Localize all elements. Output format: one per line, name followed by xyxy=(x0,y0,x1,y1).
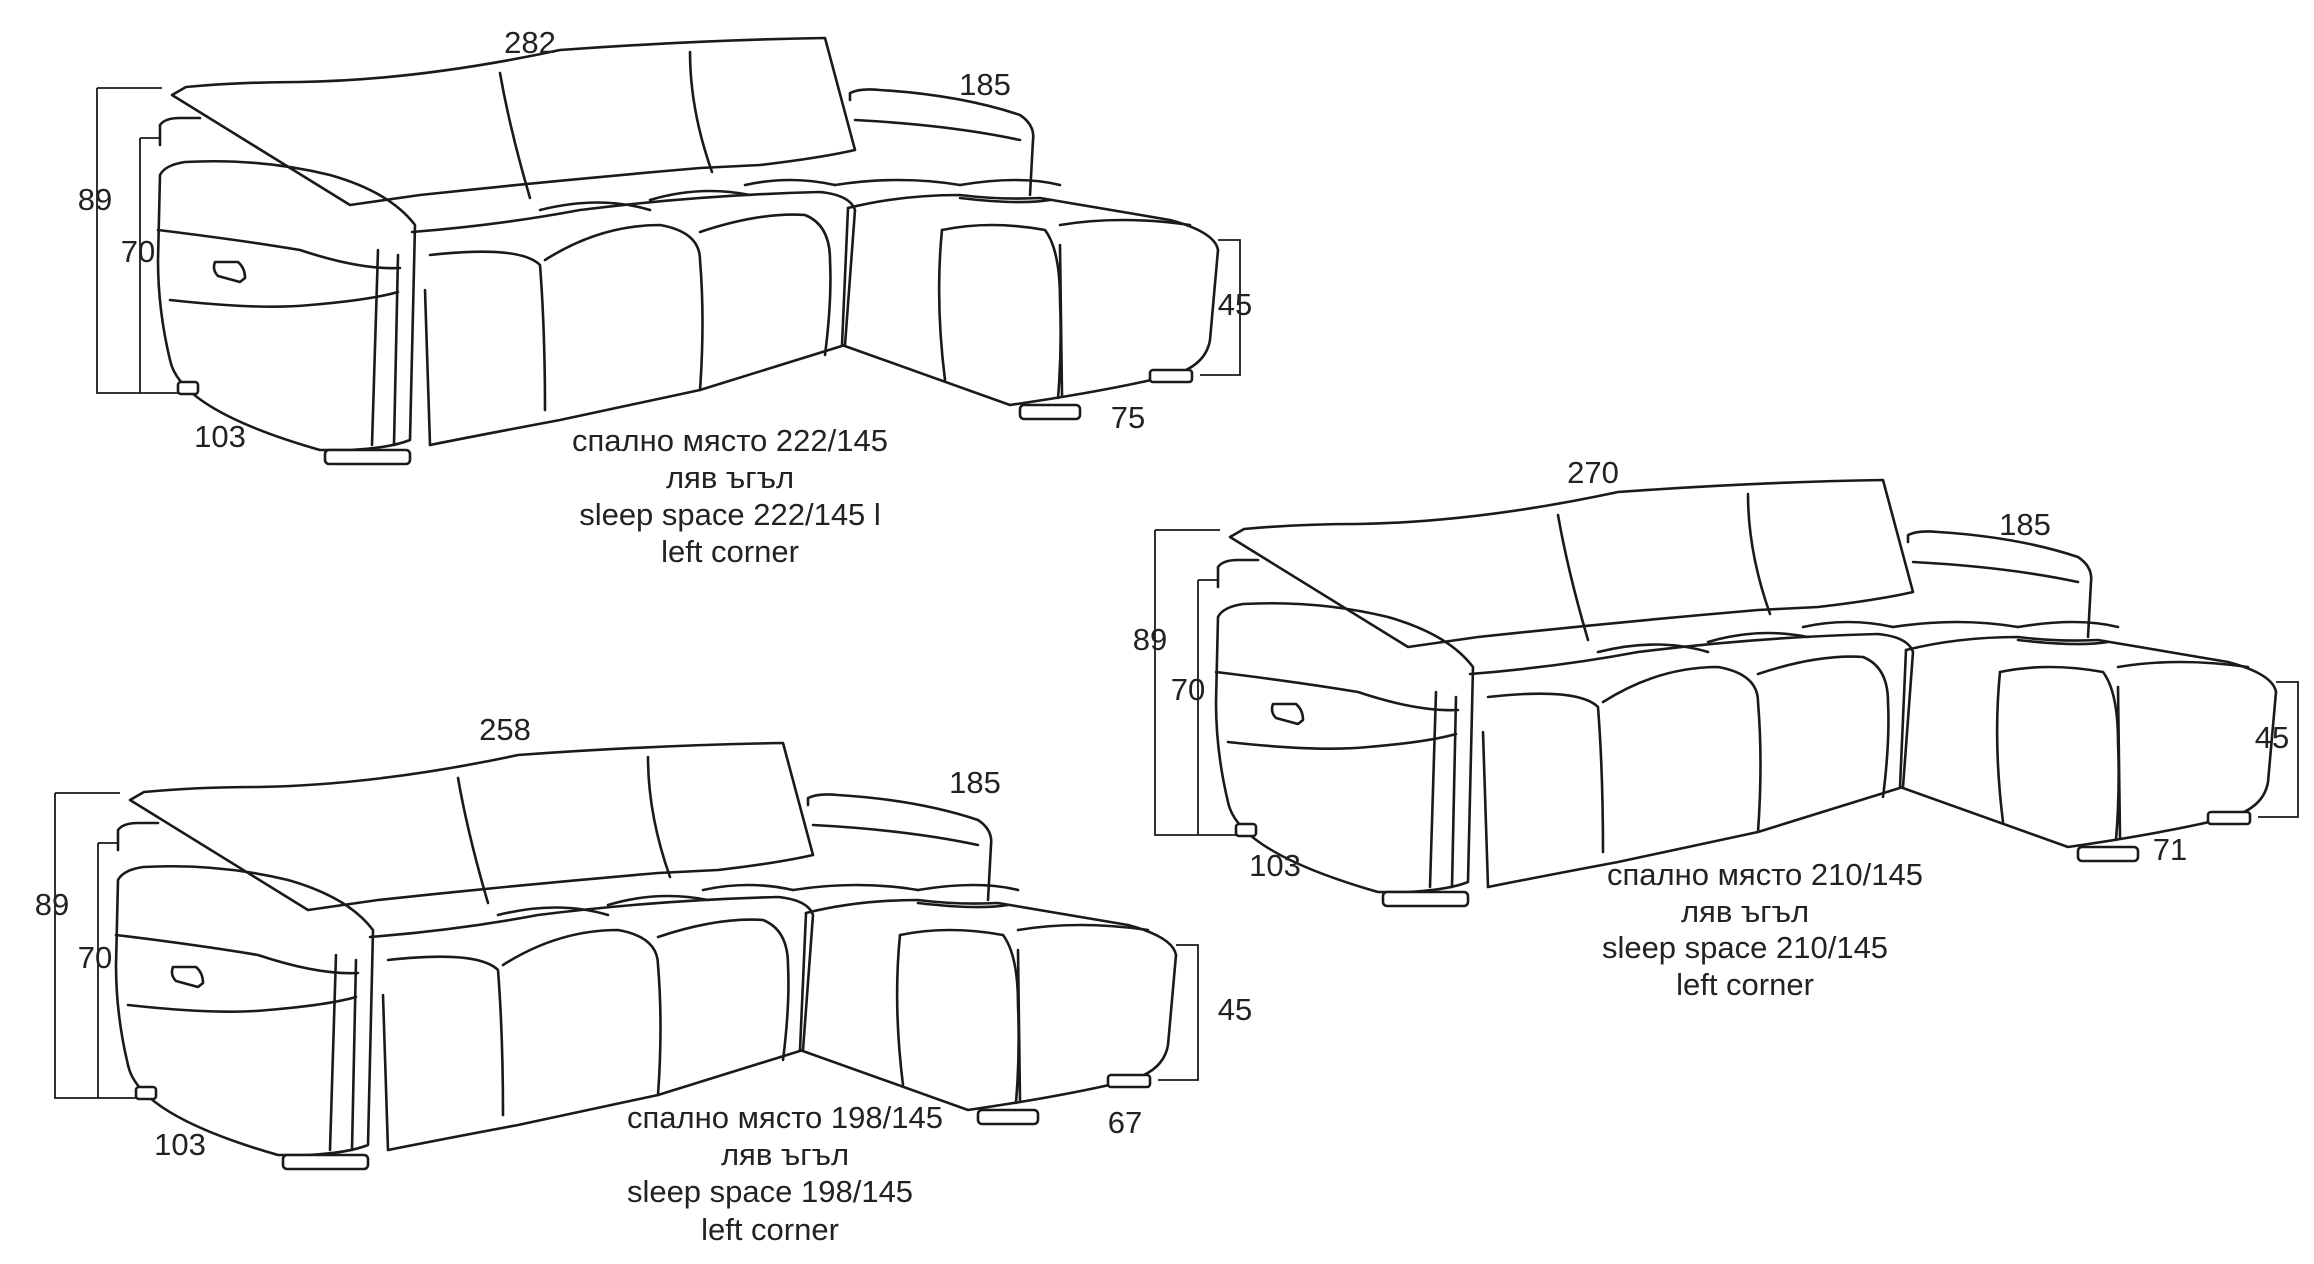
caption-line: sleep space 210/145 xyxy=(1602,930,1888,965)
depth-label: 103 xyxy=(154,1127,206,1162)
sofa-outline-1 xyxy=(95,36,1242,466)
arm-height-label: 70 xyxy=(78,940,112,975)
chaise-width-label: 67 xyxy=(1108,1105,1142,1140)
caption-line: sleep space 198/145 xyxy=(627,1174,913,1209)
chaise-length-label: 185 xyxy=(1999,507,2051,542)
width-label: 282 xyxy=(504,25,556,60)
chaise-length-label: 185 xyxy=(949,765,1001,800)
depth-label: 103 xyxy=(1249,848,1301,883)
seat-height-label: 45 xyxy=(1218,287,1252,322)
caption-2: спално място 210/145 ляв ъгъл sleep spac… xyxy=(1602,857,1923,1002)
sofa-drawing-1: 282 185 89 70 45 75 103 спално място 222… xyxy=(78,25,1252,569)
caption-line: sleep space 222/145 l xyxy=(579,497,881,532)
width-label: 270 xyxy=(1567,455,1619,490)
sofa-drawing-2-labels: 270 185 89 70 45 71 103 спално място 210… xyxy=(1133,455,2289,1002)
caption-line: спално място 210/145 xyxy=(1607,857,1923,892)
arm-height-label: 70 xyxy=(1171,672,1205,707)
seat-height-label: 45 xyxy=(1218,992,1252,1027)
caption-line: ляв ъгъл xyxy=(1681,894,1809,929)
total-height-label: 89 xyxy=(1133,622,1167,657)
total-height-label: 89 xyxy=(78,182,112,217)
caption-line: ляв ъгъл xyxy=(721,1137,849,1172)
caption-line: спално място 222/145 xyxy=(572,423,888,458)
sofa-outline-2 xyxy=(1153,478,2300,908)
seat-height-label: 45 xyxy=(2255,720,2289,755)
caption-3: спално място 198/145 ляв ъгъл sleep spac… xyxy=(627,1100,943,1247)
sofa-drawing-3-labels: 258 185 89 70 45 67 103 спално място 198… xyxy=(35,712,1252,1247)
caption-line: спално място 198/145 xyxy=(627,1100,943,1135)
sofa-drawing-2 xyxy=(1153,478,2300,908)
total-height-label: 89 xyxy=(35,887,69,922)
arm-height-label: 70 xyxy=(121,234,155,269)
caption-line: left corner xyxy=(1676,967,1814,1002)
chaise-length-label: 185 xyxy=(959,67,1011,102)
chaise-width-label: 71 xyxy=(2153,832,2187,867)
caption-line: left corner xyxy=(701,1212,839,1247)
caption-line: ляв ъгъл xyxy=(666,460,794,495)
caption-line: left corner xyxy=(661,534,799,569)
caption-1: спално място 222/145 ляв ъгъл sleep spac… xyxy=(572,423,888,569)
chaise-width-label: 75 xyxy=(1111,400,1145,435)
width-label: 258 xyxy=(479,712,531,747)
depth-label: 103 xyxy=(194,419,246,454)
